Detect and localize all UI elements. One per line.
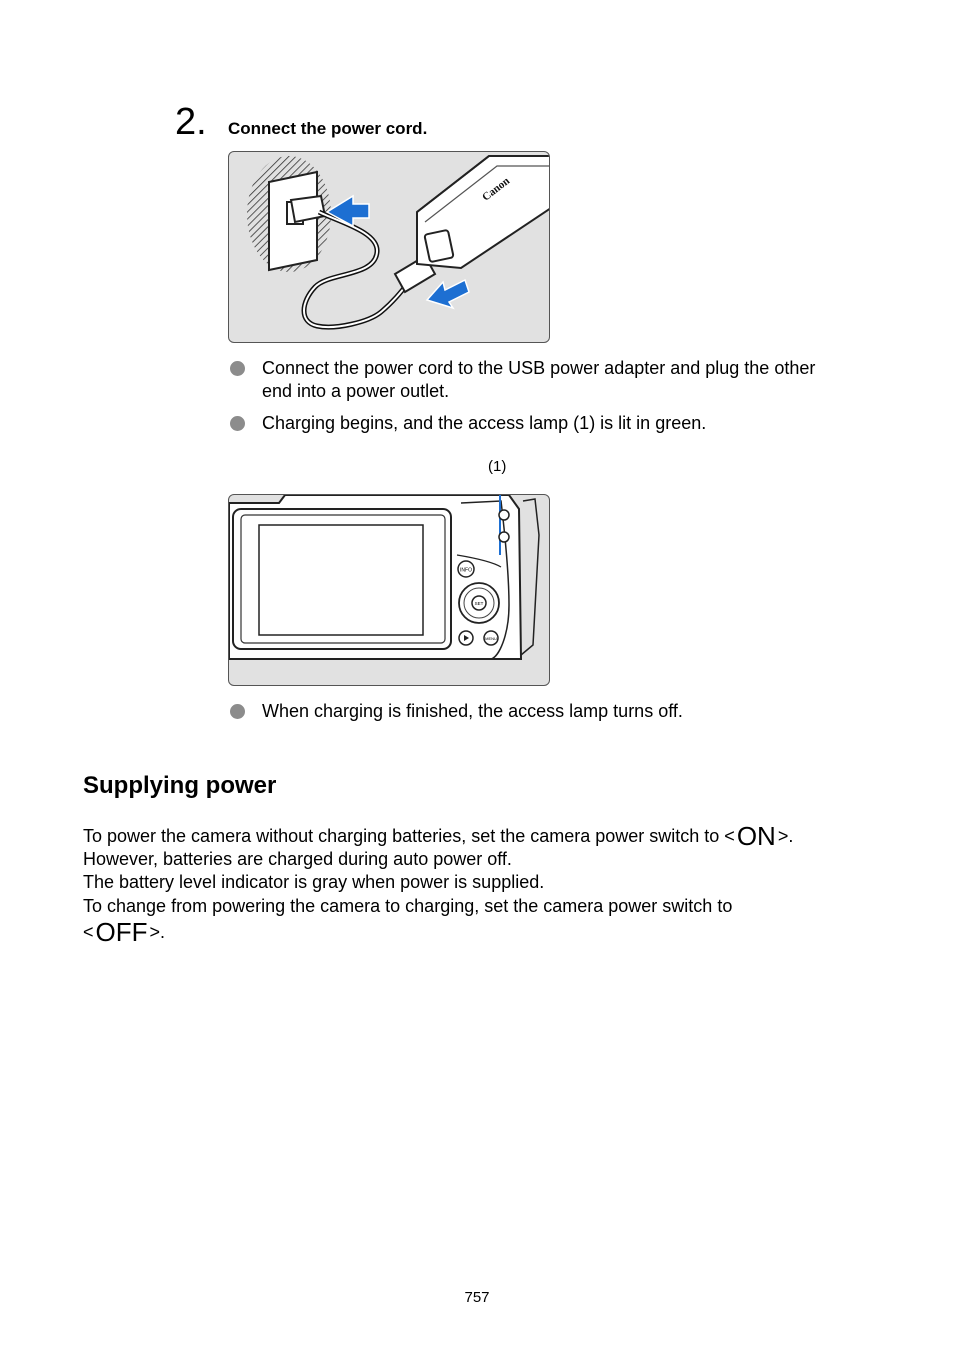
bullet-text-line: Connect the power cord to the USB power … [262, 358, 816, 378]
paragraph-line: <OFF>. [83, 919, 166, 945]
bullet-dot-icon [230, 361, 245, 376]
paragraph-line: To power the camera without charging bat… [83, 823, 794, 849]
step-number: 2. [175, 101, 207, 143]
info-button [457, 560, 475, 578]
power-off-mode-label: OFF [95, 917, 148, 947]
power-on-mode-label: ON [736, 821, 776, 851]
access-lamp-callout: (1) [488, 458, 507, 475]
set-button-label: SET [475, 601, 484, 606]
info-button-label: INFO [460, 568, 472, 574]
camera-back-drawing: INFO SET MENU [229, 495, 540, 660]
ae-lock-button-icon [498, 531, 510, 543]
section-title: Supplying power [83, 772, 277, 799]
bullet-text-line: end into a power outlet. [262, 381, 450, 401]
paragraph-line: However, batteries are charged during au… [83, 849, 512, 869]
menu-button-label: MENU [485, 636, 497, 641]
text-span: To power the camera without charging bat… [83, 826, 735, 846]
paragraph-line: To change from powering the camera to ch… [83, 896, 733, 916]
bullet-text-line: Charging begins, and the access lamp (1)… [262, 413, 707, 433]
menu-button [483, 630, 499, 646]
text-span: < [83, 922, 94, 942]
arrow-into-adapter-icon [425, 278, 470, 310]
playback-icon [464, 635, 469, 641]
paragraph-line: The battery level indicator is gray when… [83, 872, 545, 892]
adapter-socket [423, 229, 455, 263]
camera-back-illustration: INFO SET MENU [228, 494, 550, 686]
text-span: >. [149, 922, 166, 942]
bullet-dot-icon [230, 704, 245, 719]
page-number: 757 [464, 1289, 490, 1306]
bullet-text-line: When charging is finished, the access la… [262, 701, 683, 721]
step-title: Connect the power cord. [228, 119, 428, 138]
power-cord-highlight [303, 211, 410, 328]
set-button [471, 595, 487, 611]
power-cord-illustration: Canon [228, 151, 550, 343]
af-button-icon [498, 509, 510, 521]
bullet-dot-icon [230, 416, 245, 431]
power-cord-drawing: Canon [247, 155, 549, 330]
lcd-screen [258, 524, 424, 636]
text-span: >. [777, 826, 794, 846]
arrow-into-outlet-icon [325, 194, 370, 228]
